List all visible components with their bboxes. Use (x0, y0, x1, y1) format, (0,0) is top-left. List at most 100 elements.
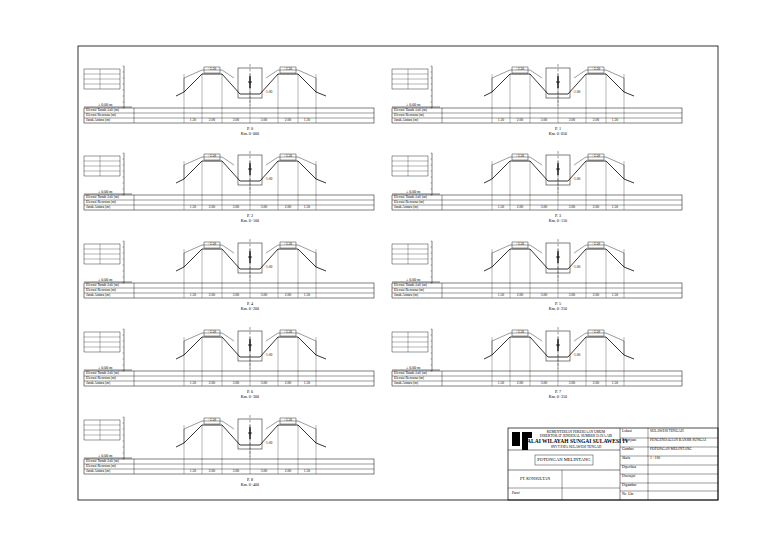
station-tick (184, 425, 185, 474)
station-tick (298, 74, 299, 123)
table-row-label: Elevasi Tanah Asli (m) (394, 196, 427, 200)
station-tick (316, 425, 317, 474)
elevation-tag (204, 154, 220, 160)
level-table (392, 156, 428, 176)
level-table-line (392, 342, 428, 343)
elevation-value: +3.50 (516, 243, 524, 247)
existing-ground (266, 157, 316, 179)
level-table-line (84, 166, 120, 167)
datum-label: ± 0.00 m (98, 366, 112, 370)
level-tick (123, 78, 125, 79)
elevation-value: +3.50 (208, 243, 216, 247)
table-row-label: Elevasi Tanah Asli (m) (394, 109, 427, 113)
station-tick (278, 337, 279, 386)
level-table-line (84, 259, 120, 260)
station-tick (558, 249, 559, 298)
elevation-value: +1.00 (572, 266, 580, 270)
title-value: 1 : 100 (650, 457, 660, 461)
existing-ground (492, 333, 542, 355)
title-value: POTONGAN MELINTANG (650, 448, 692, 452)
table-row-label: Elevasi Tanah Asli (m) (86, 460, 119, 464)
table-row-label: Elevasi Rencana (m) (394, 289, 424, 293)
distance-value: 3.00 (233, 294, 239, 298)
table-row-label: Jarak Antara (m) (394, 119, 418, 123)
elevation-tag (512, 67, 528, 73)
level-tick (431, 365, 433, 366)
distance-value: 2.00 (517, 206, 523, 210)
station-tick (222, 161, 223, 210)
station-tick (316, 161, 317, 210)
station-tick (202, 161, 203, 210)
level-tick (123, 429, 125, 430)
level-table-line (84, 254, 120, 255)
datum-line (392, 194, 440, 195)
section-name: P. 2 (247, 214, 253, 218)
level-tick (431, 171, 433, 172)
station-tick (606, 161, 607, 210)
level-table-line (100, 244, 101, 264)
title-block-line (562, 470, 563, 500)
level-table-line (84, 74, 120, 75)
station-tick (250, 74, 251, 123)
data-table-line (134, 108, 135, 123)
level-tick (123, 96, 125, 97)
distance-value: 3.00 (233, 119, 239, 123)
level-tick (123, 329, 125, 330)
station-tick (184, 249, 185, 298)
station-tick (510, 74, 511, 123)
existing-ground (266, 421, 316, 443)
elevation-value: +1.00 (264, 354, 272, 358)
level-tick (123, 66, 125, 67)
level-tick (123, 72, 125, 73)
datum-label: ± 0.00 m (406, 190, 420, 194)
distance-value: 1.50 (190, 382, 196, 386)
table-row-label: Elevasi Rencana (m) (86, 465, 116, 469)
header-text: KEMENTERIAN PEKERJAAN UMUM (547, 431, 605, 435)
existing-ground (492, 245, 542, 267)
level-tick (431, 353, 433, 354)
title-block (508, 428, 718, 500)
level-tick (431, 78, 433, 79)
distance-value: 3.00 (233, 382, 239, 386)
table-row-label: Jarak Antara (m) (86, 470, 110, 474)
existing-ground (574, 157, 624, 179)
title-field: Paraf (512, 492, 520, 496)
level-tick (123, 353, 125, 354)
header-text: SNVT PJPA SULAWESI TENGAH (551, 446, 602, 450)
table-row-label: Elevasi Rencana (m) (394, 114, 424, 118)
data-table-line (84, 200, 374, 201)
level-table (392, 69, 428, 89)
section-station: Km. 0+200 (241, 307, 259, 311)
data-table-line (392, 293, 682, 294)
distance-value: 2.00 (593, 294, 599, 298)
datum-line (84, 370, 132, 371)
title-block-line (648, 428, 649, 500)
data-table (392, 371, 682, 386)
level-table-line (408, 156, 409, 176)
level-table-line (392, 254, 428, 255)
level-tick (431, 72, 433, 73)
level-tick (123, 359, 125, 360)
level-tick (123, 84, 125, 85)
elevation-tag (204, 330, 220, 336)
section-name: P. 0 (247, 127, 253, 131)
section-name: P. 4 (247, 302, 253, 306)
station-tick (184, 337, 185, 386)
distance-value: 2.00 (209, 382, 215, 386)
elevation-value: +3.50 (516, 155, 524, 159)
level-tick (431, 271, 433, 272)
data-table-line (392, 381, 682, 382)
datum-label: ± 0.00 m (98, 190, 112, 194)
station-tick (222, 74, 223, 123)
level-tick (123, 102, 125, 103)
level-tick (431, 183, 433, 184)
data-table (392, 195, 682, 210)
elevation-value: +1.00 (572, 178, 580, 182)
datum-label: ± 0.00 m (98, 278, 112, 282)
level-table-line (392, 259, 428, 260)
level-scale (124, 153, 125, 195)
level-tick (431, 102, 433, 103)
embankment-profile (176, 249, 326, 271)
elevation-value: +3.50 (284, 243, 292, 247)
existing-ground (184, 421, 234, 443)
